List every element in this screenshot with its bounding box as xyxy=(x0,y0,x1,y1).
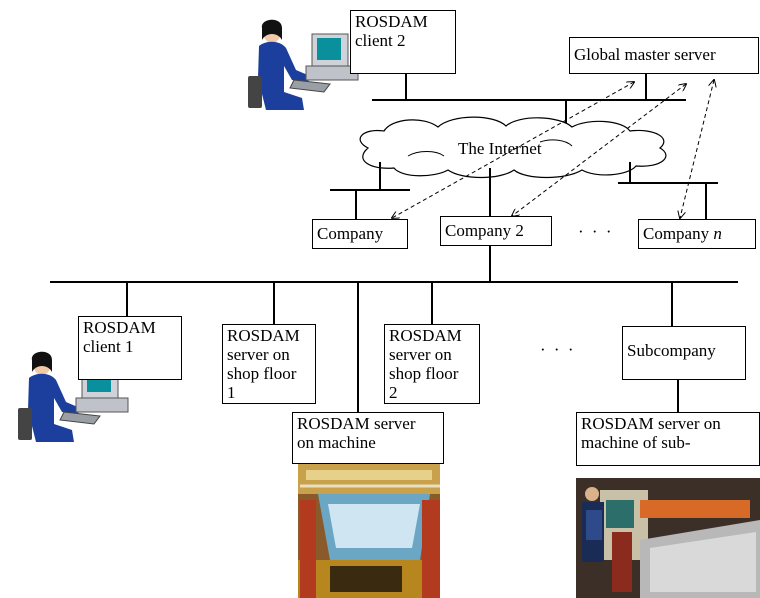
more-companies-ellipsis: · · · xyxy=(578,222,614,241)
company-2: Company 2 xyxy=(440,216,552,246)
company-bus xyxy=(50,246,738,412)
machine-photo xyxy=(298,464,440,598)
rosdam-client-1: ROSDAM client 1 xyxy=(78,316,182,380)
company-n-index: n xyxy=(713,224,722,243)
company-n: Company n xyxy=(638,219,756,249)
company-1: Company xyxy=(312,219,408,249)
replication-arrows xyxy=(392,80,714,218)
rosdam-server-shop-floor-1: ROSDAM server on shop floor 1 xyxy=(222,324,316,404)
machine-photo-subcompany xyxy=(576,478,760,598)
rosdam-server-on-machine-of-sub: ROSDAM server on machine of sub- xyxy=(576,412,760,466)
rosdam-client-2: ROSDAM client 2 xyxy=(350,10,456,74)
user-at-computer-icon xyxy=(18,351,129,442)
internet-label: The Internet xyxy=(458,139,542,158)
company-n-prefix: Company xyxy=(643,224,714,243)
rosdam-server-on-machine: ROSDAM server on machine xyxy=(292,412,444,464)
more-servers-ellipsis: · · · xyxy=(540,340,576,359)
rosdam-server-shop-floor-2: ROSDAM server on shop floor 2 xyxy=(384,324,480,404)
user-at-computer-icon xyxy=(248,19,359,110)
global-master-server: Global master server xyxy=(569,37,759,74)
subcompany: Subcompany xyxy=(622,326,746,380)
